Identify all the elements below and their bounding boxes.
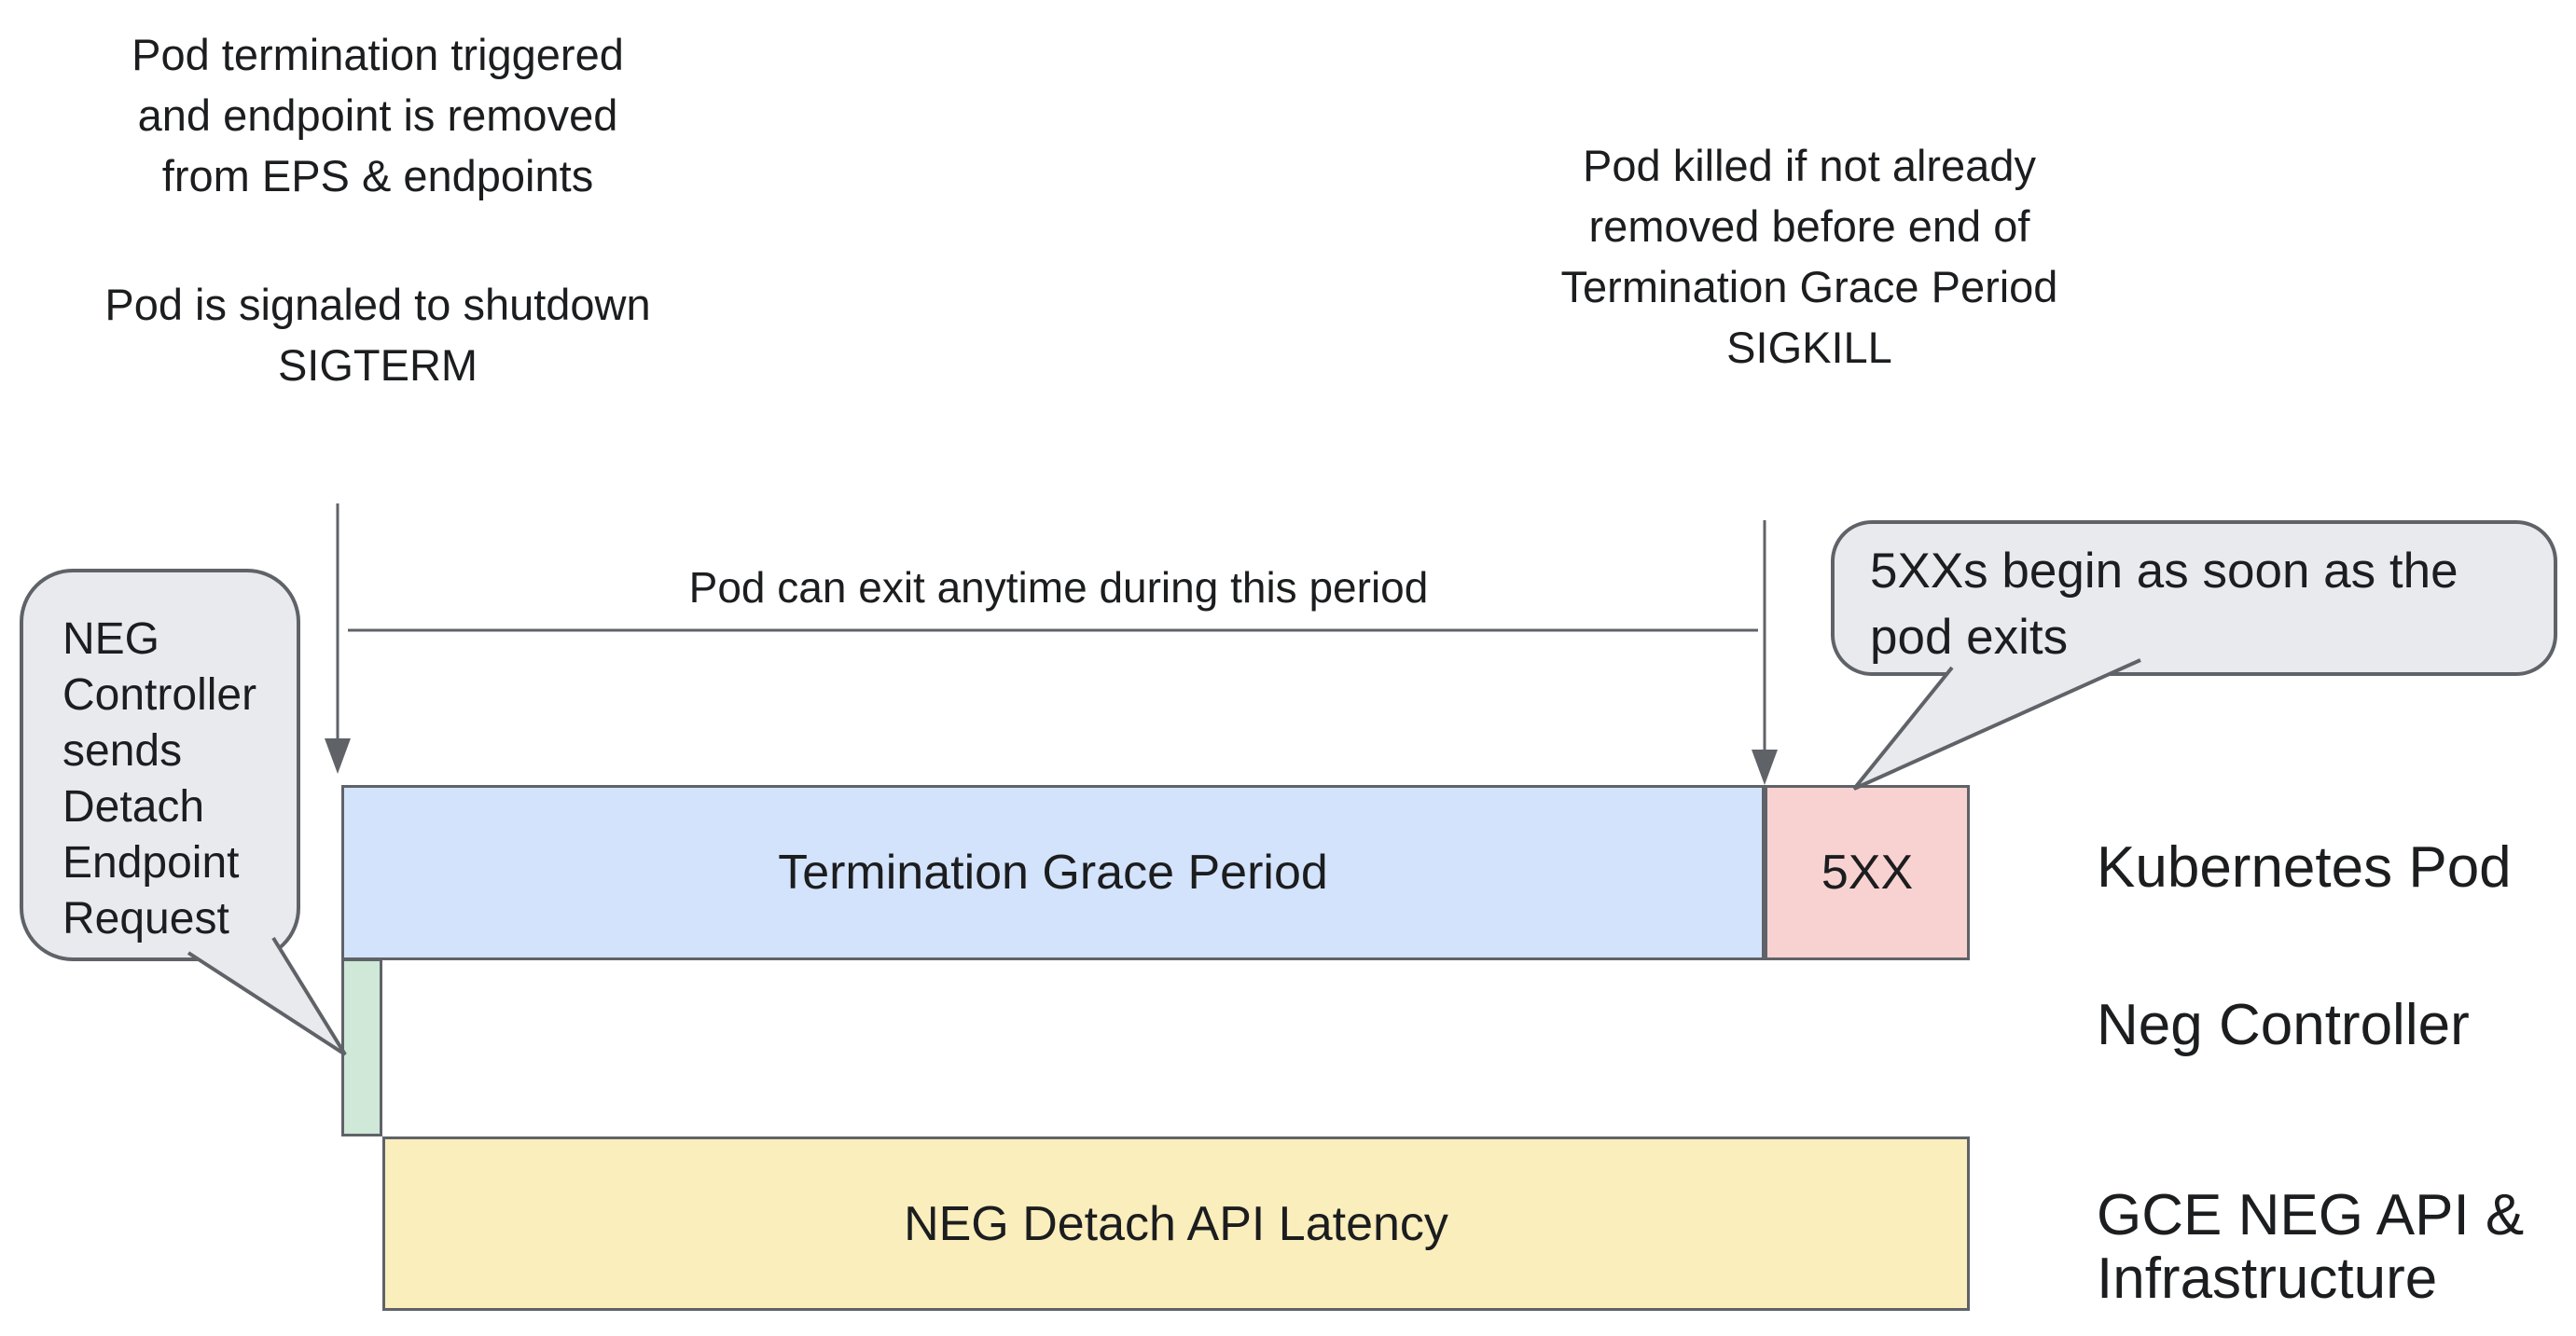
bar-5xx: 5XX — [1765, 785, 1970, 960]
note-pod-killed: Pod killed if not already removed before… — [1492, 135, 2126, 378]
period-span-label: Pod can exit anytime during this period — [688, 563, 1429, 612]
callout-line: 5XXs begin as soon as the — [1870, 544, 2458, 599]
callout-neg-controller-text: NEG Controller sends Detach Endpoint Req… — [62, 612, 256, 947]
note-paragraph-gap — [51, 206, 704, 274]
lane-label-kubernetes-pod: Kubernetes Pod — [2097, 835, 2512, 900]
note-line: removed before end of — [1588, 201, 2030, 251]
lane-label-gce-neg-api: GCE NEG API & Infrastructure — [2097, 1184, 2524, 1311]
callout-line: Endpoint — [62, 838, 240, 888]
note-pod-termination: Pod termination triggered and endpoint i… — [51, 24, 704, 395]
callout-5xx-text: 5XXs begin as soon as the pod exits — [1870, 538, 2458, 670]
callout-neg-controller-tail — [187, 936, 347, 1056]
note-line: Termination Grace Period — [1560, 262, 2058, 311]
callout-line: pod exits — [1870, 610, 2069, 665]
callout-line: Detach — [62, 782, 205, 832]
note-line: from EPS & endpoints — [161, 151, 594, 200]
lane-label-neg-controller: Neg Controller — [2097, 993, 2470, 1057]
bar-termination-grace-period: Termination Grace Period — [341, 785, 1765, 960]
note-line: Pod is signaled to shutdown — [104, 280, 651, 329]
callout-line: Controller — [62, 670, 257, 720]
note-line: SIGKILL — [1726, 323, 1892, 372]
lane-label-line: Infrastructure — [2097, 1246, 2438, 1311]
callout-line: Request — [62, 894, 229, 943]
note-line: SIGTERM — [277, 340, 478, 390]
bar-neg-detach-api-latency: NEG Detach API Latency — [382, 1136, 1970, 1311]
lane-label-line: GCE NEG API & — [2097, 1183, 2525, 1247]
note-line: Pod killed if not already — [1583, 141, 2036, 190]
callout-line: NEG — [62, 614, 160, 664]
note-line: Pod termination triggered — [132, 30, 624, 79]
note-line: and endpoint is removed — [137, 90, 618, 140]
bar-label: NEG Detach API Latency — [904, 1196, 1448, 1251]
bar-label: 5XX — [1821, 846, 1914, 900]
callout-5xx-tail — [1852, 658, 2141, 791]
bar-detach-request — [341, 958, 382, 1136]
sigkill-arrowhead-icon — [1752, 750, 1778, 785]
callout-line: sends — [62, 726, 183, 776]
sigterm-arrowhead-icon — [325, 738, 351, 774]
bar-label: Termination Grace Period — [778, 846, 1328, 900]
